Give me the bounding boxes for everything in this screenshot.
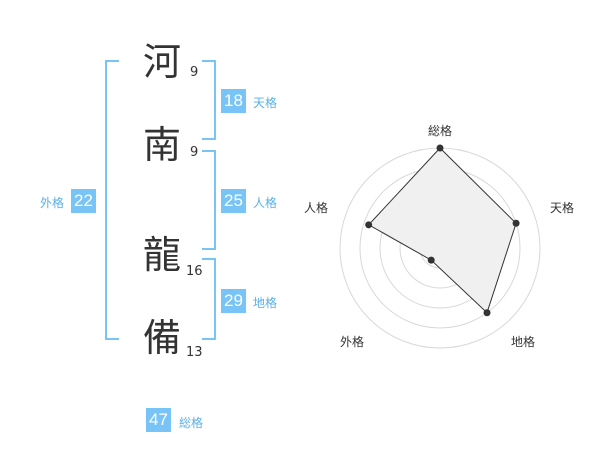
jinkaku-value: 25 [221,189,246,213]
name-char-2: 南 [142,123,181,167]
jinkaku-bracket [202,150,216,250]
radar-point [512,219,520,227]
gaikaku-bracket [105,60,119,340]
radar-point [483,309,491,317]
radar-label-gaikaku: 外格 [340,335,365,349]
chikaku-bracket [202,258,216,340]
tenkaku-bracket [202,60,216,140]
radar-point [436,144,444,152]
name-char-4: 備 [142,316,181,360]
stroke-count-2: 9 [190,145,199,160]
name-char-3: 龍 [142,233,181,277]
stroke-count-4: 13 [186,345,203,360]
chikaku-label: 地格 [253,296,278,310]
stroke-count-1: 9 [190,65,199,80]
soukaku-label: 総格 [179,416,204,430]
gaikaku-value: 22 [71,189,96,213]
jinkaku-label: 人格 [253,196,278,210]
radar-point [427,256,435,264]
name-char-1: 河 [142,40,181,84]
radar-point [365,221,373,229]
tenkaku-value: 18 [221,89,246,113]
tenkaku-label: 天格 [253,96,278,110]
chikaku-value: 29 [221,289,246,313]
stroke-count-3: 16 [186,264,203,279]
radar-label-soukaku: 総格 [428,124,453,138]
gaikaku-label: 外格 [40,196,65,210]
radar-label-tenkaku: 天格 [550,201,575,215]
radar-label-jinkaku: 人格 [304,201,329,215]
soukaku-value: 47 [146,408,171,432]
radar-polygon [367,147,517,314]
radar-label-chikaku: 地格 [511,335,536,349]
